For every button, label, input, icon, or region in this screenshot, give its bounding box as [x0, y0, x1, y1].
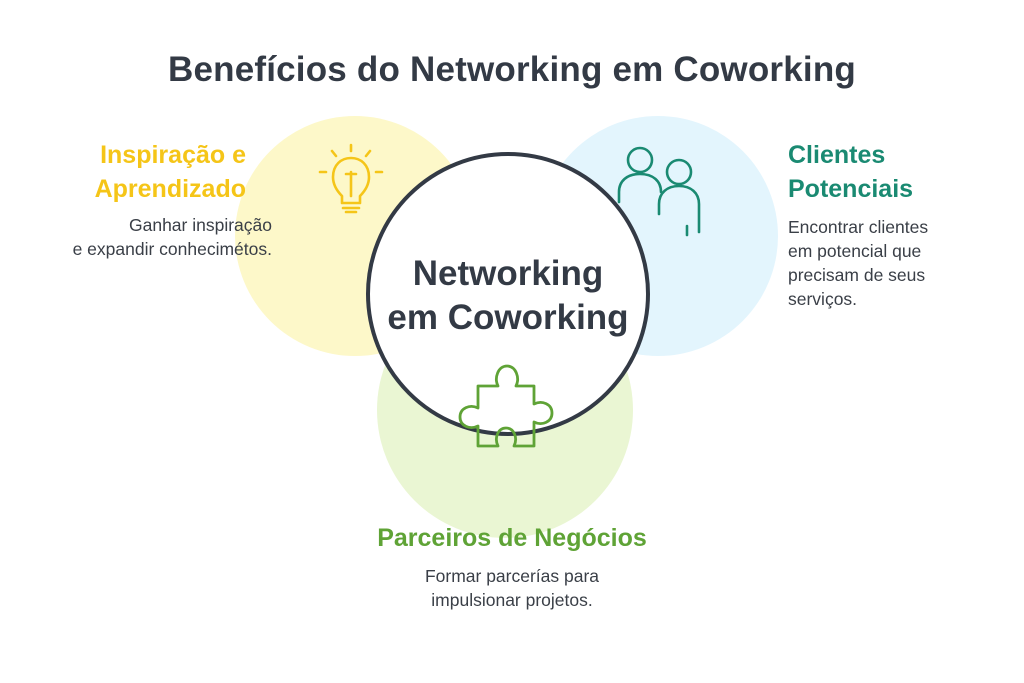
inspiration-description: Ganhar inspiração e expandir conheciméto… — [20, 213, 272, 261]
clients-desc-line-4: serviços. — [788, 289, 858, 309]
inspiration-heading-line-2: Aprendizado — [94, 175, 246, 203]
inspiration-heading-line-1: Inspiração e — [100, 141, 246, 169]
clients-desc-line-2: em potencial que — [788, 241, 922, 261]
center-line-2: em Coworking — [387, 298, 629, 337]
lightbulb-icon — [318, 143, 384, 214]
users-icon — [617, 146, 701, 237]
partners-description: Formar parcerías para impulsionar projet… — [312, 564, 712, 612]
puzzle-piece-icon — [458, 364, 554, 448]
center-circle — [366, 152, 650, 436]
clients-desc-line-3: precisam de seus — [788, 265, 926, 285]
clients-desc-line-1: Encontrar clientes — [788, 217, 929, 237]
clients-description: Encontrar clientes em potencial que prec… — [788, 215, 1008, 311]
clients-heading-line-1: Clientes — [788, 141, 886, 169]
inspiration-heading: Inspiração e Aprendizado — [40, 138, 246, 206]
center-line-1: Networking — [412, 254, 604, 293]
clients-heading: Clientes Potenciais — [788, 138, 1008, 206]
clients-heading-line-2: Potenciais — [788, 175, 914, 203]
center-label: Networking em Coworking — [375, 252, 641, 340]
page-title: Benefícios do Networking em Coworking — [167, 50, 857, 89]
partners-desc-line-2: impulsionar projetos. — [431, 590, 593, 610]
partners-heading: Parceiros de Negócios — [377, 524, 647, 552]
partners-desc-line-1: Formar parcerías para — [424, 566, 600, 586]
inspiration-desc-line-2: e expandir conhecimétos. — [72, 239, 272, 259]
inspiration-desc-line-1: Ganhar inspiração — [129, 215, 272, 235]
